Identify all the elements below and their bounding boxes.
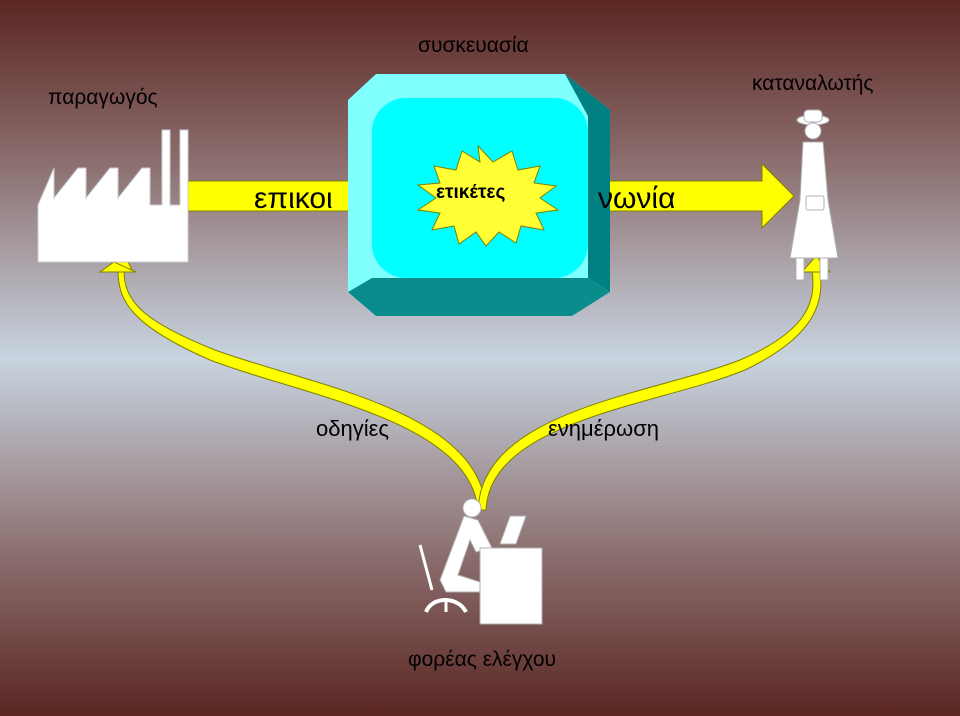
communication-left-label: επικοι — [254, 182, 333, 215]
consumer-label: καταναλωτής — [752, 72, 874, 95]
communication-right-label: νωνία — [598, 182, 676, 215]
package-box — [348, 74, 610, 316]
consumer-icon — [789, 109, 839, 281]
producer-label: παραγωγός — [48, 86, 158, 109]
factory-icon — [37, 129, 189, 263]
information-label: ενημέρωση — [548, 416, 660, 441]
control-body-icon — [418, 498, 543, 625]
packaging-label: συσκευασία — [418, 34, 529, 57]
control-body-label: φορέας ελέγχου — [408, 648, 557, 671]
instructions-label: οδηγίες — [316, 416, 390, 441]
instructions-arrow-head — [98, 261, 137, 273]
labels-burst-label: ετικέτες — [436, 182, 506, 203]
labels-burst — [416, 144, 560, 247]
